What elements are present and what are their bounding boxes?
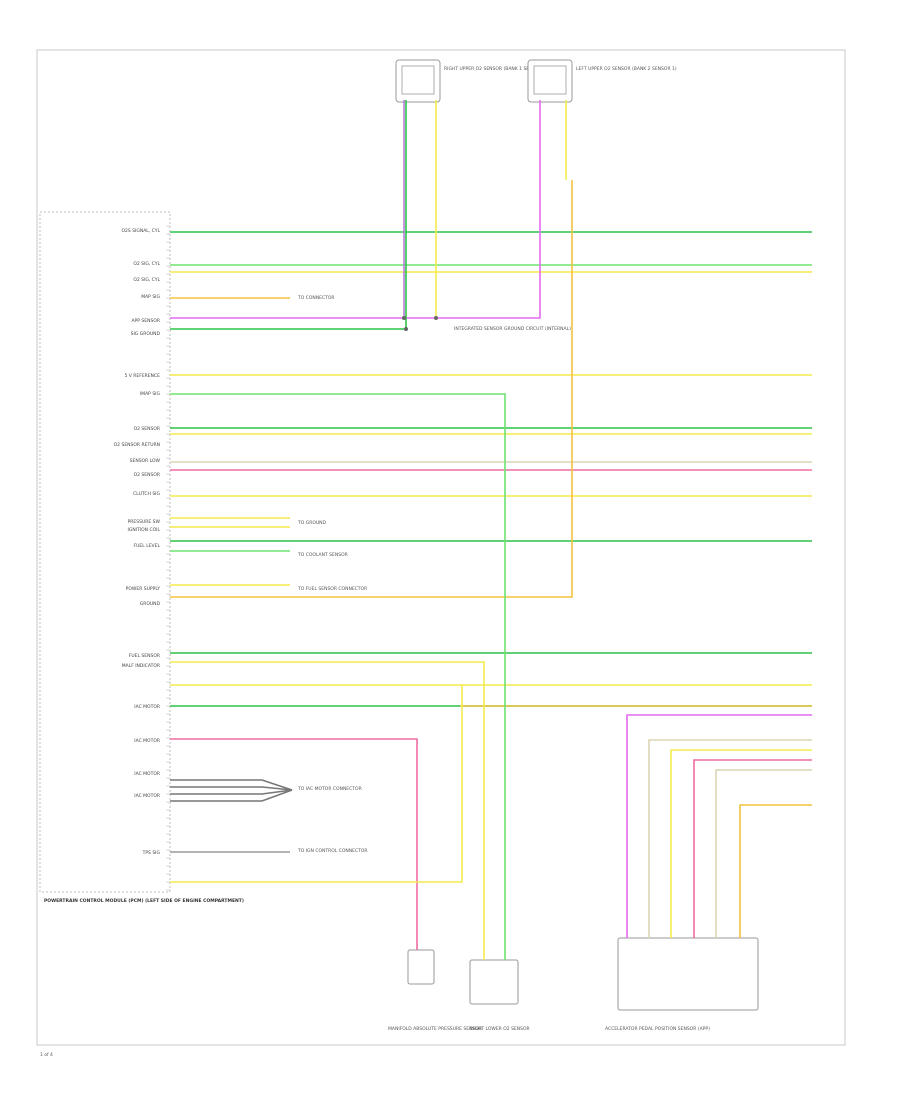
connector-left-upper-o2 [527, 59, 573, 103]
pcm-row-label: IGNITION COIL [128, 527, 161, 533]
pcm-row-label: MALF INDICATOR [122, 663, 160, 669]
pcm-row-label: APP SENSOR [131, 318, 160, 324]
wire-to-top-connector [170, 100, 541, 319]
connector-app-sensor-label: ACCELERATOR PEDAL POSITION SENSOR (APP) [605, 1026, 710, 1032]
connector-right-lower-o2-label: RIGHT LOWER O2 SENSOR [470, 1026, 530, 1032]
pcm-row-label: POWER SUPPLY [126, 586, 161, 592]
top-connector-right: RIGHT UPPER O2 SENSOR (BANK 1 SENSOR 1) [395, 59, 548, 103]
wire-iac [170, 789, 293, 802]
bottom-connector-app: ACCELERATOR PEDAL POSITION SENSOR (APP) [605, 937, 759, 1032]
connector-map-sensor-label: MANIFOLD ABSOLUTE PRESSURE SENSOR [388, 1026, 482, 1032]
note-2: TO GROUND [297, 520, 327, 526]
pcm-row-label: O2 SENSOR RETURN [114, 442, 160, 448]
pcm-row-label: O2 SIG, CYL [133, 277, 160, 283]
pcm-row-label: SIG GROUND [131, 331, 161, 337]
pcm-row-label: MAP SIG [141, 294, 160, 300]
pcm-row-label: FUEL LEVEL [134, 543, 161, 549]
pcm-row-label: O2 SENSOR [134, 472, 160, 478]
pcm-row-label: IAC MOTOR [134, 704, 160, 710]
connector-left-upper-o2-label: LEFT UPPER O2 SENSOR (BANK 2 SENSOR 1) [576, 66, 677, 72]
wire-to-top-connector [170, 180, 573, 598]
wire-to-bottom-connector [170, 393, 506, 960]
pcm-row-label: IMAP SIG [140, 391, 161, 397]
connector-right-upper-o2 [395, 59, 441, 103]
pcm-module-box [39, 211, 171, 893]
pcm-row-label: FUEL SENSOR [129, 653, 160, 659]
wire-to-bottom-connector [170, 738, 418, 950]
pcm-row-label: IAC MOTOR [134, 793, 160, 799]
wires [170, 100, 812, 960]
bottom-connector-o2: RIGHT LOWER O2 SENSOR [469, 959, 530, 1032]
note-6: TO IGN CONTROL CONNECTOR [297, 848, 368, 854]
wire-iac [170, 789, 293, 795]
pcm-row-label: O2 SENSOR [134, 426, 160, 432]
diagram-frame [36, 49, 846, 1046]
wire-to-top-connector [170, 100, 407, 330]
pcm-row-label: O2S SIGNAL, CYL [122, 228, 161, 234]
wire-iac [170, 786, 293, 791]
note-1: TO CONNECTOR [297, 295, 335, 301]
splice-dot [404, 327, 408, 331]
wire-to-app-sensor [715, 769, 812, 938]
bottom-connector-map: MANIFOLD ABSOLUTE PRESSURE SENSOR [388, 949, 482, 1032]
pcm-row-label: O2 SIG, CYL [133, 261, 160, 267]
wire-to-app-sensor [693, 759, 812, 938]
connector-left-upper-o2-inner [533, 65, 567, 95]
pcm-row-label: CLUTCH SIG [133, 491, 160, 497]
connector-map-sensor [407, 949, 435, 985]
wire-to-app-sensor [648, 739, 812, 938]
splice-dot [402, 316, 406, 320]
pcm-module-label-group: POWERTRAIN CONTROL MODULE (PCM) (LEFT SI… [44, 898, 244, 904]
pcm-row-label: SENSOR LOW [130, 458, 161, 464]
top-connector-left: LEFT UPPER O2 SENSOR (BANK 2 SENSOR 1) [527, 59, 677, 103]
page-footer: 1 of 4 [40, 1052, 53, 1058]
connector-app-sensor [617, 937, 759, 1011]
wire-to-app-sensor [739, 804, 812, 938]
note-4: TO FUEL SENSOR CONNECTOR [297, 586, 367, 592]
wire-to-app-sensor [670, 749, 812, 938]
connector-right-upper-o2-inner [401, 65, 435, 95]
wire-to-bottom-connector [170, 661, 485, 960]
pcm-row-labels: O2S SIGNAL, CYL O2 SIG, CYL O2 SIG, CYL MAP… [114, 228, 161, 856]
connector-right-upper-o2-label: RIGHT UPPER O2 SENSOR (BANK 1 SENSOR 1) [444, 66, 548, 72]
pcm-row-label: 5 V REFERENCE [124, 373, 160, 379]
pcm-row-label: IAC MOTOR [134, 771, 160, 777]
connector-right-lower-o2 [469, 959, 519, 1005]
wire-iac [170, 779, 293, 791]
wire-to-app-sensor [626, 714, 812, 938]
note-5: TO IAC MOTOR CONNECTOR [297, 786, 362, 792]
splice-note: INTEGRATED SENSOR GROUND CIRCUIT (INTERN… [454, 326, 571, 332]
pcm-row-label: TPS SIG [142, 850, 161, 856]
pcm-row-label: IAC MOTOR [134, 738, 160, 744]
pcm-row-label: GROUND [140, 601, 161, 607]
wire-to-bottom-connector [170, 685, 463, 883]
pcm-module-label: POWERTRAIN CONTROL MODULE (PCM) (LEFT SI… [44, 898, 244, 904]
splice-dot [434, 316, 438, 320]
pcm-row-label: PRESSURE SW [128, 519, 161, 525]
note-3: TO COOLANT SENSOR [297, 552, 348, 558]
pcm-pin-column [166, 225, 170, 891]
